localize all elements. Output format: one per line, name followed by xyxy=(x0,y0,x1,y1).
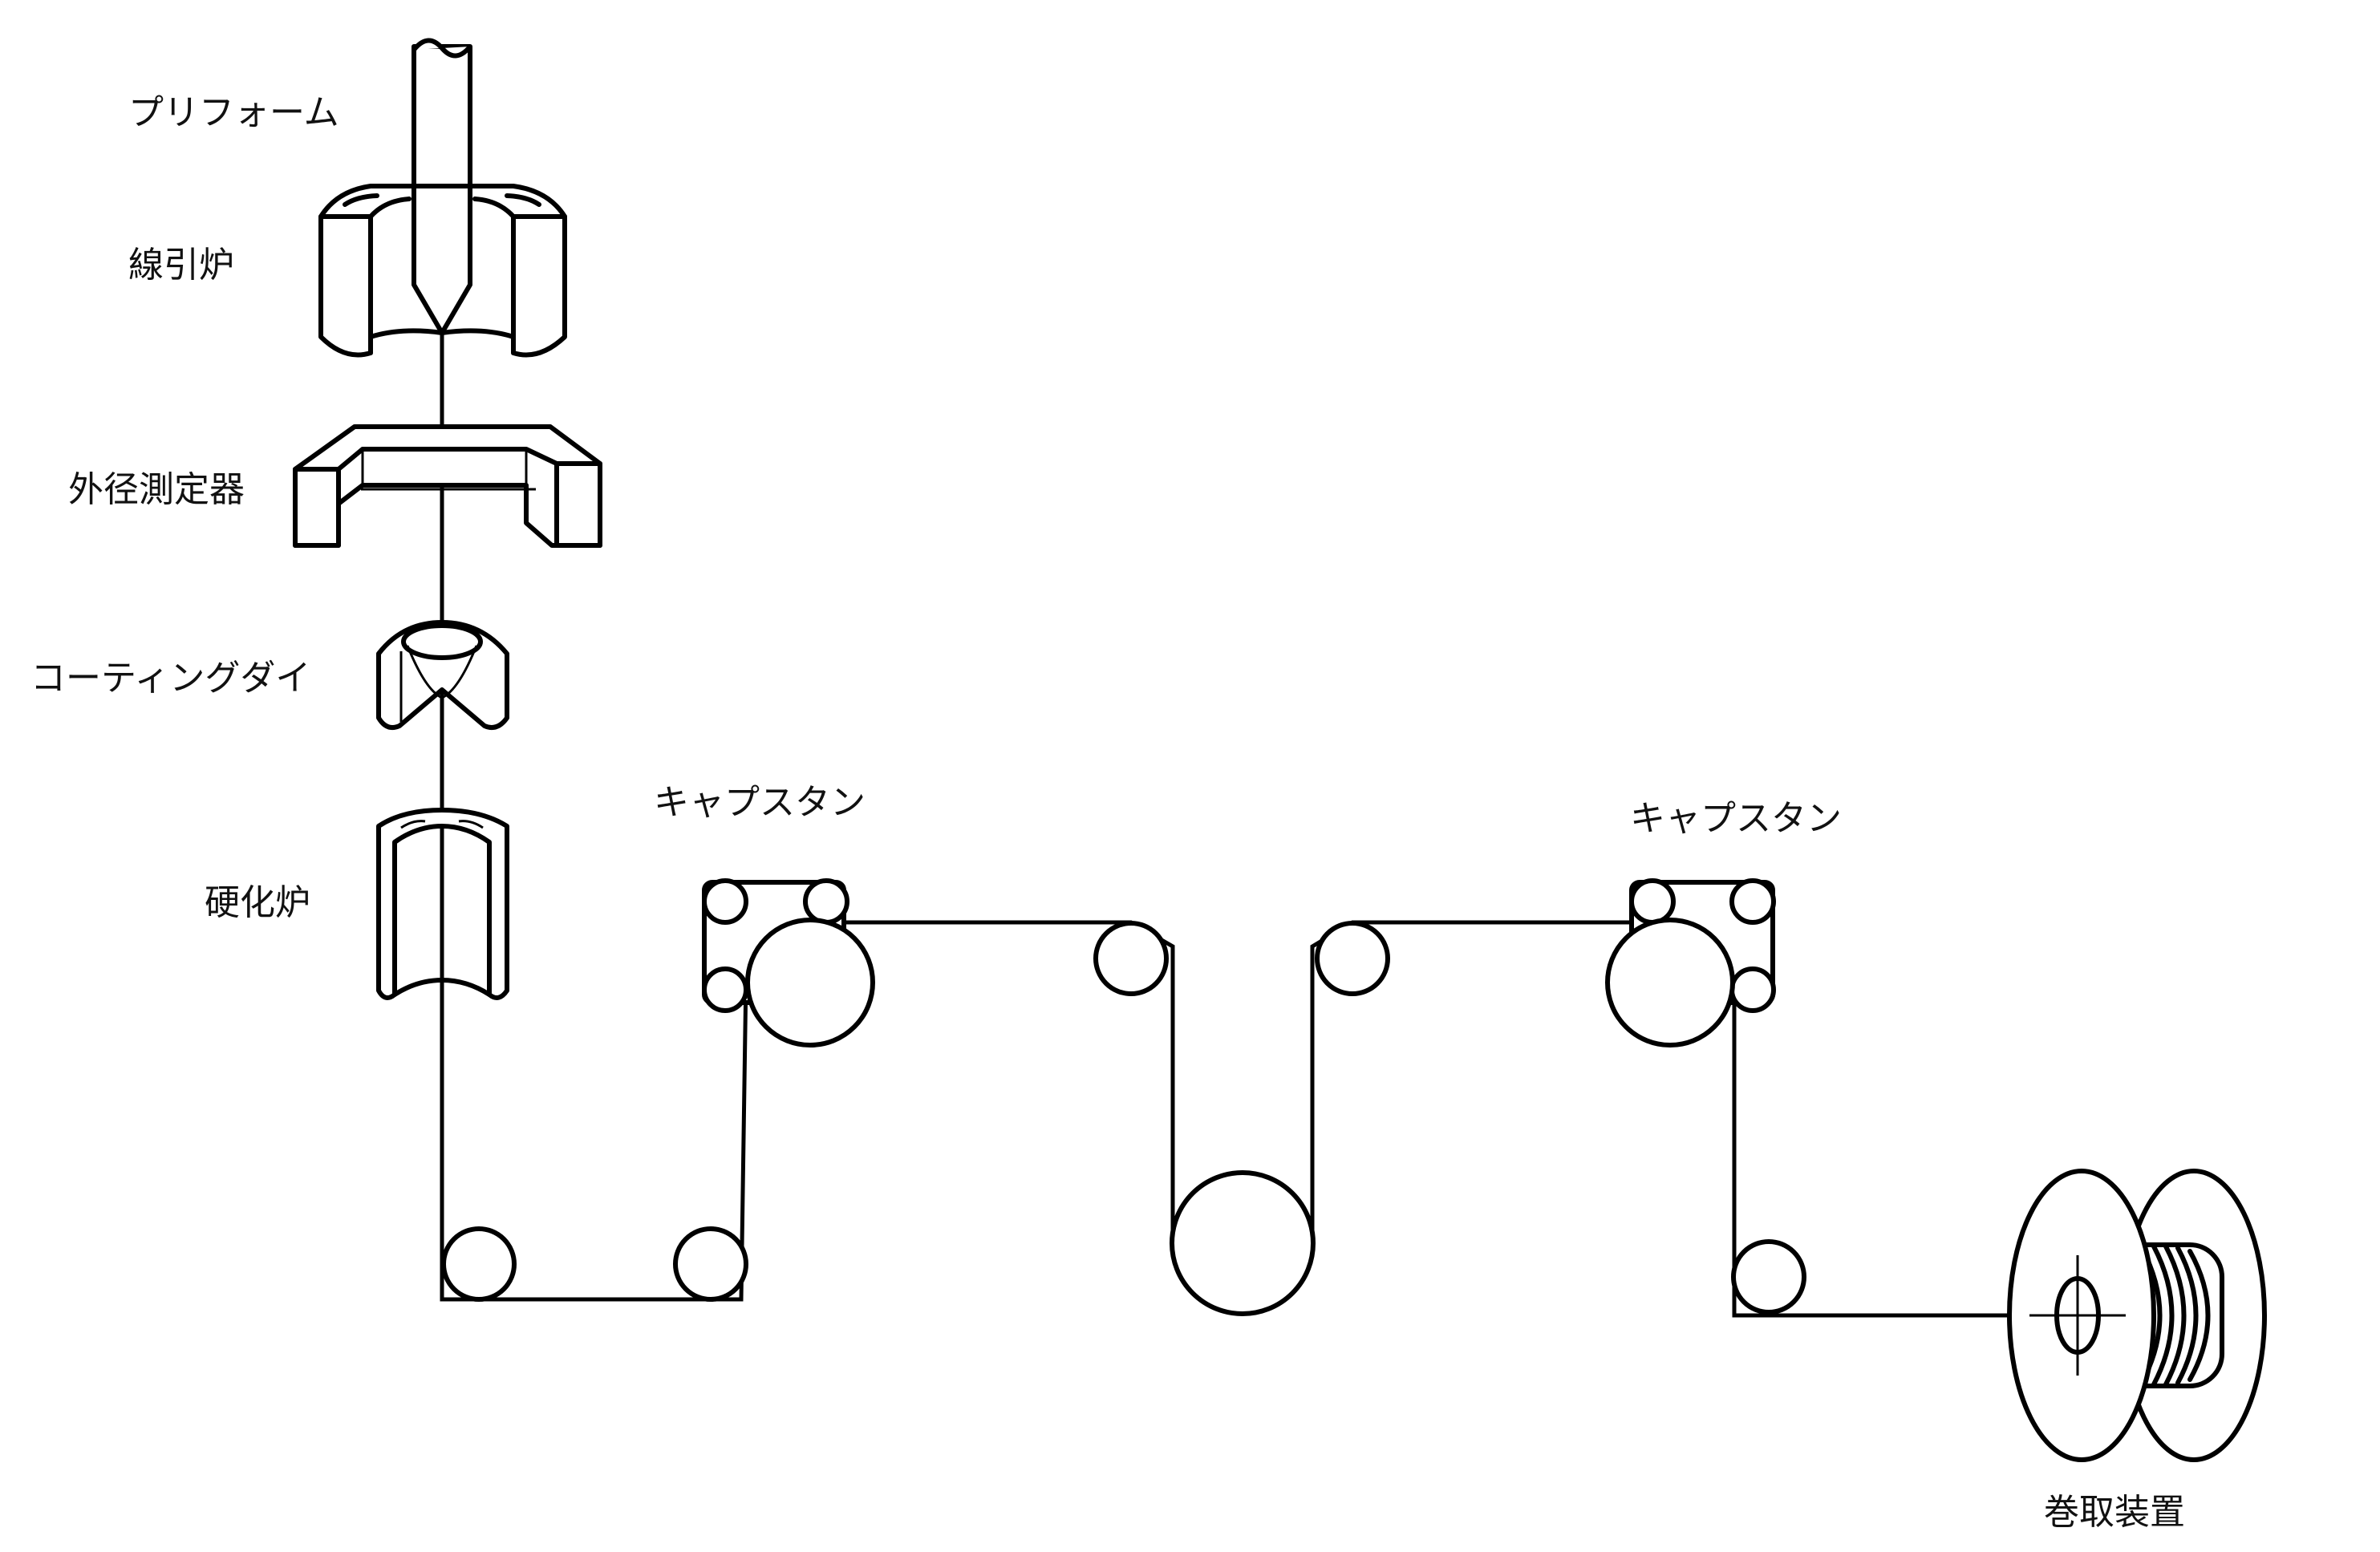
diameter-gauge xyxy=(293,424,602,548)
capstan-2 xyxy=(1605,878,1776,1047)
label-winder: 巻取装置 xyxy=(2044,1492,2185,1533)
dancer-pulley xyxy=(1170,1170,1316,1316)
guide-pulley-4 xyxy=(1315,921,1390,996)
capstan-1 xyxy=(702,878,875,1047)
curing-furnace xyxy=(376,808,509,1000)
label-curing-furnace: 硬化炉 xyxy=(205,882,310,923)
guide-pulley-2 xyxy=(673,1226,748,1302)
label-capstan-2: キャプスタン xyxy=(1630,798,1842,839)
label-draw-furnace: 線引炉 xyxy=(128,245,234,286)
coating-die xyxy=(376,620,509,730)
preform xyxy=(412,38,472,335)
label-preform: プリフォーム xyxy=(128,92,339,133)
label-diameter-gauge: 外径測定器 xyxy=(68,469,245,510)
winder xyxy=(2007,1169,2267,1462)
guide-pulley-5 xyxy=(1731,1239,1806,1315)
guide-pulley-3 xyxy=(1093,921,1169,996)
label-coating-die: コーティングダイ xyxy=(30,658,310,699)
draw-furnace xyxy=(318,184,567,358)
guide-pulley-1 xyxy=(441,1226,517,1302)
label-capstan-1: キャプスタン xyxy=(654,782,866,823)
